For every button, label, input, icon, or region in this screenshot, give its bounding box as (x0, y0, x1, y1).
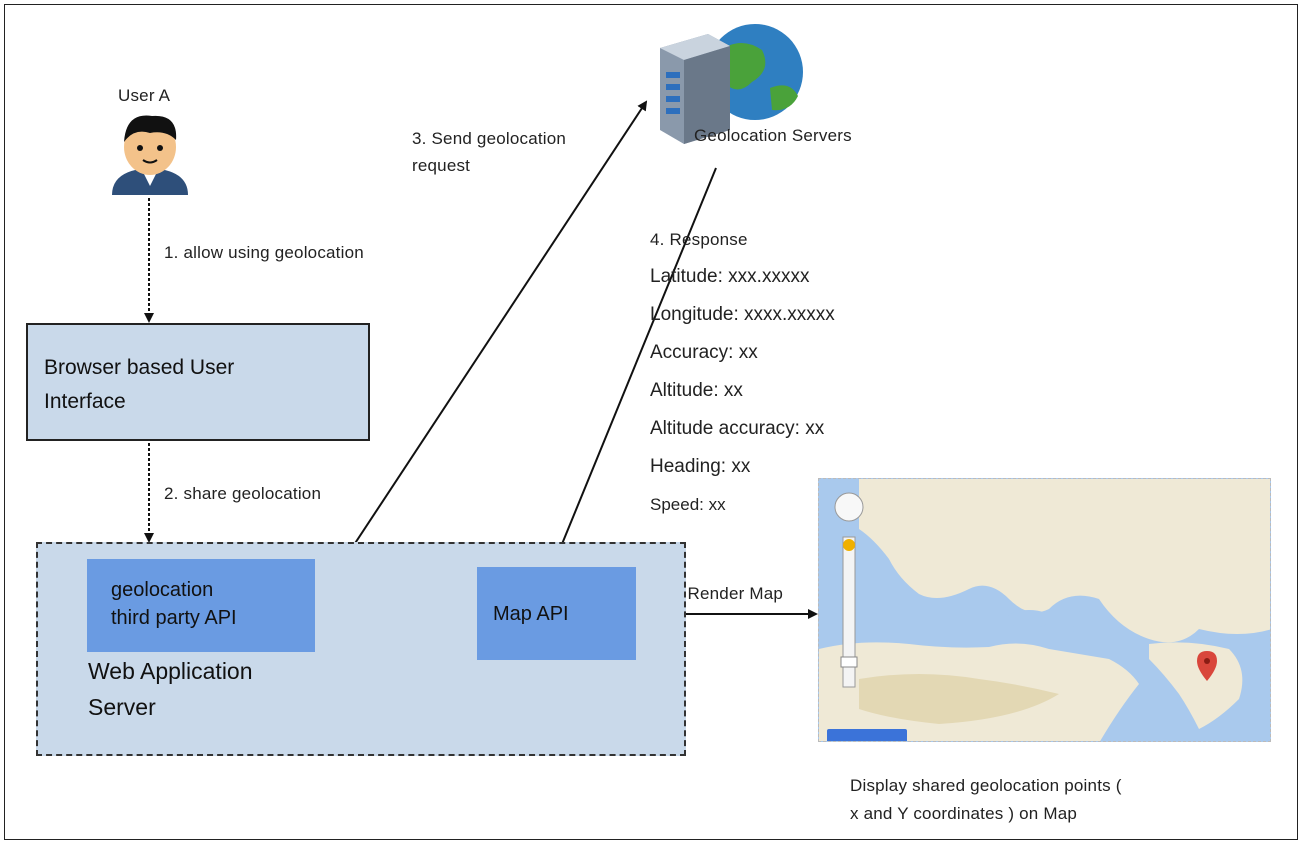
geo-api-label-line1: geolocation (111, 579, 214, 601)
response-field: Altitude accuracy: xx (650, 418, 825, 439)
web-server-label-line2: Server (88, 694, 156, 720)
response-fields-list: Latitude: xxx.xxxxx Longitude: xxxx.xxxx… (650, 258, 835, 524)
step2-label: 2. share geolocation (164, 484, 322, 503)
user-label: User A (118, 86, 171, 105)
map-caption-line2: x and Y coordinates ) on Map (850, 804, 1078, 823)
step3-label-line2: request (412, 156, 471, 175)
user-icon (112, 115, 188, 195)
geolocation-api-box: geolocation third party API (87, 559, 315, 652)
server-globe-icon (660, 24, 803, 144)
map-api-box: Map API (477, 567, 636, 660)
browser-ui-box: Browser based User Interface (26, 323, 370, 441)
geolocation-servers-label: Geolocation Servers (694, 126, 852, 145)
diagram-frame (4, 4, 1298, 840)
step3-label-line1: 3. Send geolocation (412, 129, 567, 148)
arrow-step4 (551, 167, 717, 568)
arrow-step3 (314, 100, 648, 605)
rendered-map (818, 478, 1271, 742)
step5-label: 5. Render Map (668, 584, 784, 603)
map-image (819, 479, 1270, 741)
response-field: Accuracy: xx (650, 342, 758, 363)
response-field: Altitude: xx (650, 380, 743, 401)
map-api-label: Map API (493, 603, 569, 625)
step4-label: 4. Response (650, 230, 748, 249)
response-field: Heading: xx (650, 456, 751, 477)
map-caption-line1: Display shared geolocation points ( (850, 776, 1122, 795)
web-server-label-line1: Web Application (88, 658, 253, 684)
response-field: Speed: xx (650, 495, 726, 514)
response-field: Latitude: xxx.xxxxx (650, 266, 810, 287)
response-field: Longitude: xxxx.xxxxx (650, 304, 835, 325)
browser-label-line2: Interface (44, 390, 126, 413)
browser-label-line1: Browser based User (44, 356, 235, 379)
geo-api-label-line2: third party API (111, 607, 237, 629)
step1-label: 1. allow using geolocation (164, 243, 364, 262)
